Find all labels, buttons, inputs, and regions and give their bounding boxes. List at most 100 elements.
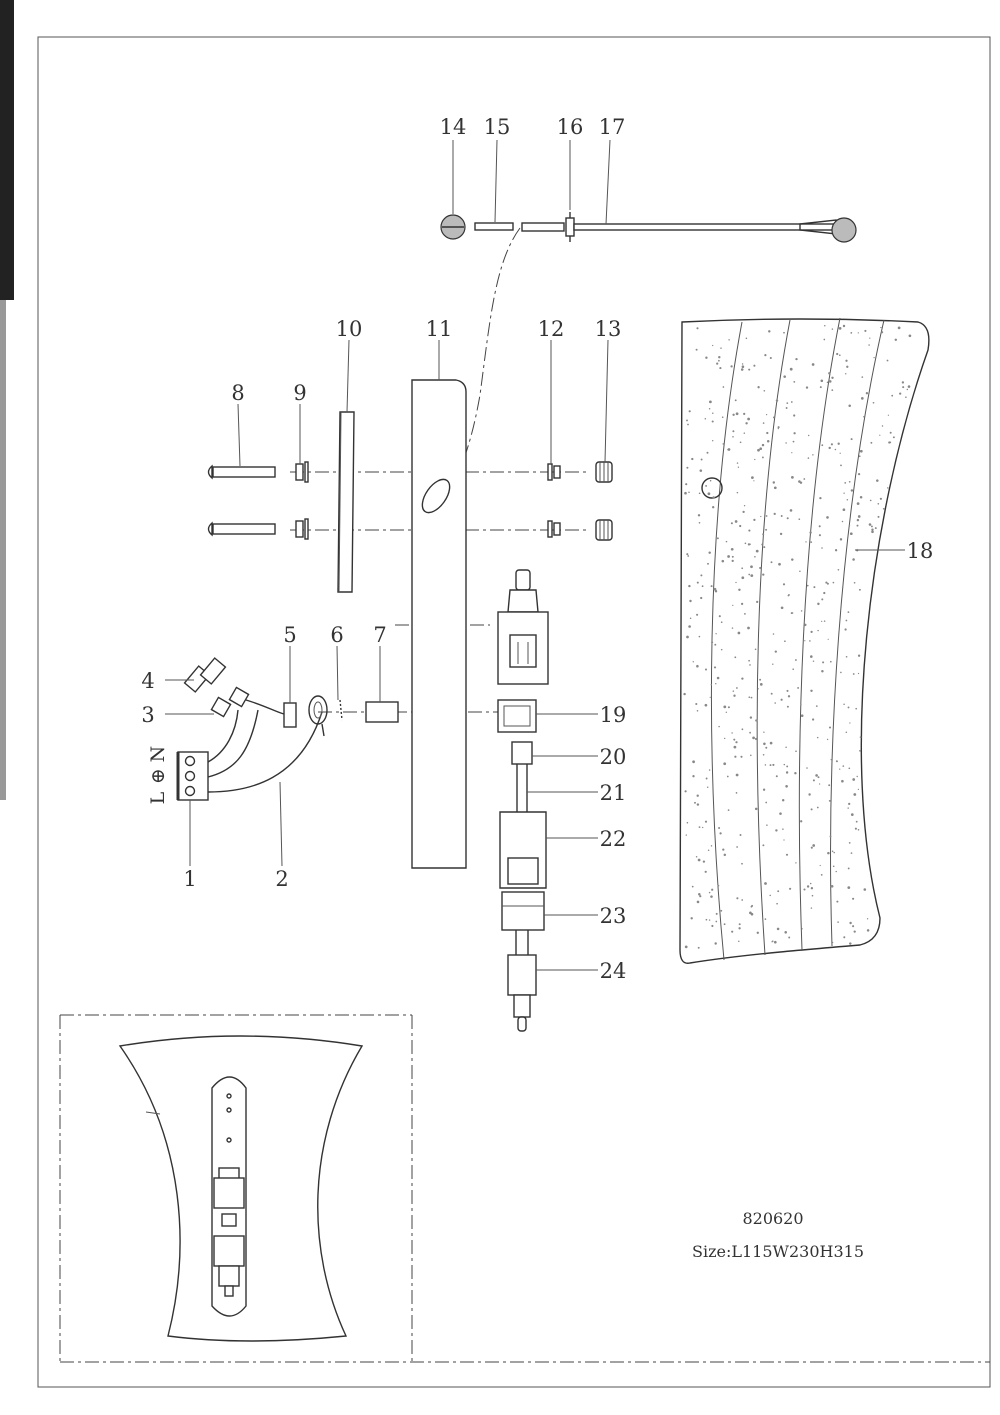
frost-dot <box>905 396 907 398</box>
frost-dot <box>848 524 851 527</box>
frost-dot <box>848 404 851 407</box>
frost-dot <box>723 923 726 926</box>
frost-dot <box>810 541 813 543</box>
frost-dot <box>691 885 694 888</box>
frost-dot <box>741 899 744 901</box>
frost-dot <box>858 455 861 458</box>
frost-dot <box>763 731 765 733</box>
frost-dot <box>731 732 733 734</box>
frost-dot <box>831 328 834 330</box>
frost-dot <box>823 591 826 595</box>
frost-dot <box>842 324 846 328</box>
frost-dot <box>745 337 748 340</box>
part-label-22: 22 <box>600 827 627 851</box>
frost-dot <box>774 650 777 653</box>
frost-dot <box>689 599 692 603</box>
frost-dot <box>804 640 806 642</box>
frost-dot <box>757 688 759 690</box>
frost-dot <box>738 927 741 930</box>
frost-dot <box>768 330 771 333</box>
frost-dot <box>795 750 797 752</box>
frost-dot <box>857 788 860 791</box>
frost-dot <box>887 414 890 416</box>
part-4-wire-cap <box>183 657 227 693</box>
part-12-washer <box>547 463 561 538</box>
frost-dot <box>837 921 839 923</box>
frost-dot <box>839 538 843 541</box>
frost-dot <box>872 401 875 404</box>
part-label-14: 14 <box>440 115 467 139</box>
frost-dot <box>740 602 744 606</box>
frost-dot <box>750 565 753 569</box>
frost-dot <box>688 584 691 588</box>
frost-dot <box>793 381 796 383</box>
frost-dot <box>861 376 864 378</box>
frost-dot <box>877 515 880 518</box>
frost-dot <box>791 452 793 454</box>
frost-dot <box>715 912 718 915</box>
frost-dot <box>805 386 809 389</box>
frost-dot <box>848 767 851 770</box>
frost-dot <box>754 556 756 558</box>
frost-dot <box>807 457 810 459</box>
frost-dot <box>748 659 750 662</box>
frost-dot <box>717 884 720 887</box>
frost-dot <box>764 764 767 766</box>
frost-dot <box>773 512 776 516</box>
frost-dot <box>803 478 806 480</box>
frost-dot <box>843 492 845 494</box>
frost-dot <box>859 736 862 738</box>
part-label-4: 4 <box>141 669 154 693</box>
frost-dot <box>750 912 754 916</box>
frost-dot <box>739 441 742 444</box>
frost-dot <box>858 588 861 591</box>
frost-dot <box>718 725 720 728</box>
frost-dot <box>766 824 768 826</box>
frost-dot <box>783 839 785 841</box>
frost-dot <box>800 714 804 717</box>
frost-dot <box>765 515 768 517</box>
scan-edge-shadow <box>0 0 14 300</box>
frost-dot <box>685 834 687 836</box>
frost-dot <box>725 540 728 543</box>
frost-dot <box>766 439 770 443</box>
frost-dot <box>809 882 812 885</box>
frost-dot <box>849 921 852 925</box>
frost-dot <box>874 527 877 530</box>
frost-dot <box>836 352 839 356</box>
part-6-ground-ring <box>308 695 343 737</box>
part-23-socket <box>501 891 545 955</box>
frost-dot <box>713 666 717 669</box>
frost-dot <box>747 626 750 630</box>
frost-dot <box>691 457 694 461</box>
frost-dot <box>739 834 742 836</box>
frost-dot <box>706 786 709 789</box>
frost-dot <box>731 627 734 629</box>
frost-dot <box>844 482 847 484</box>
frost-dot <box>769 764 772 767</box>
frost-dot <box>750 696 753 699</box>
frost-dot <box>806 584 809 587</box>
frost-dot <box>846 365 849 368</box>
frost-dot <box>853 930 856 933</box>
frost-dot <box>815 774 818 777</box>
frost-dot <box>810 630 813 634</box>
part-3-wire-connector <box>210 686 250 718</box>
frost-dot <box>860 397 864 400</box>
frost-dot <box>760 515 762 518</box>
frost-dot <box>879 434 881 436</box>
frost-dot <box>785 746 787 749</box>
frost-dot <box>740 755 743 758</box>
frost-dot <box>696 581 699 584</box>
frost-dot <box>697 514 701 517</box>
frost-dot <box>765 801 768 804</box>
frost-dot <box>808 793 811 796</box>
frost-dot <box>798 480 801 483</box>
frost-dot <box>727 448 731 451</box>
frost-dot <box>684 945 688 949</box>
frost-dot <box>718 356 721 359</box>
frost-dot <box>844 628 847 631</box>
frost-dot <box>704 703 708 707</box>
frost-dot <box>810 689 813 692</box>
